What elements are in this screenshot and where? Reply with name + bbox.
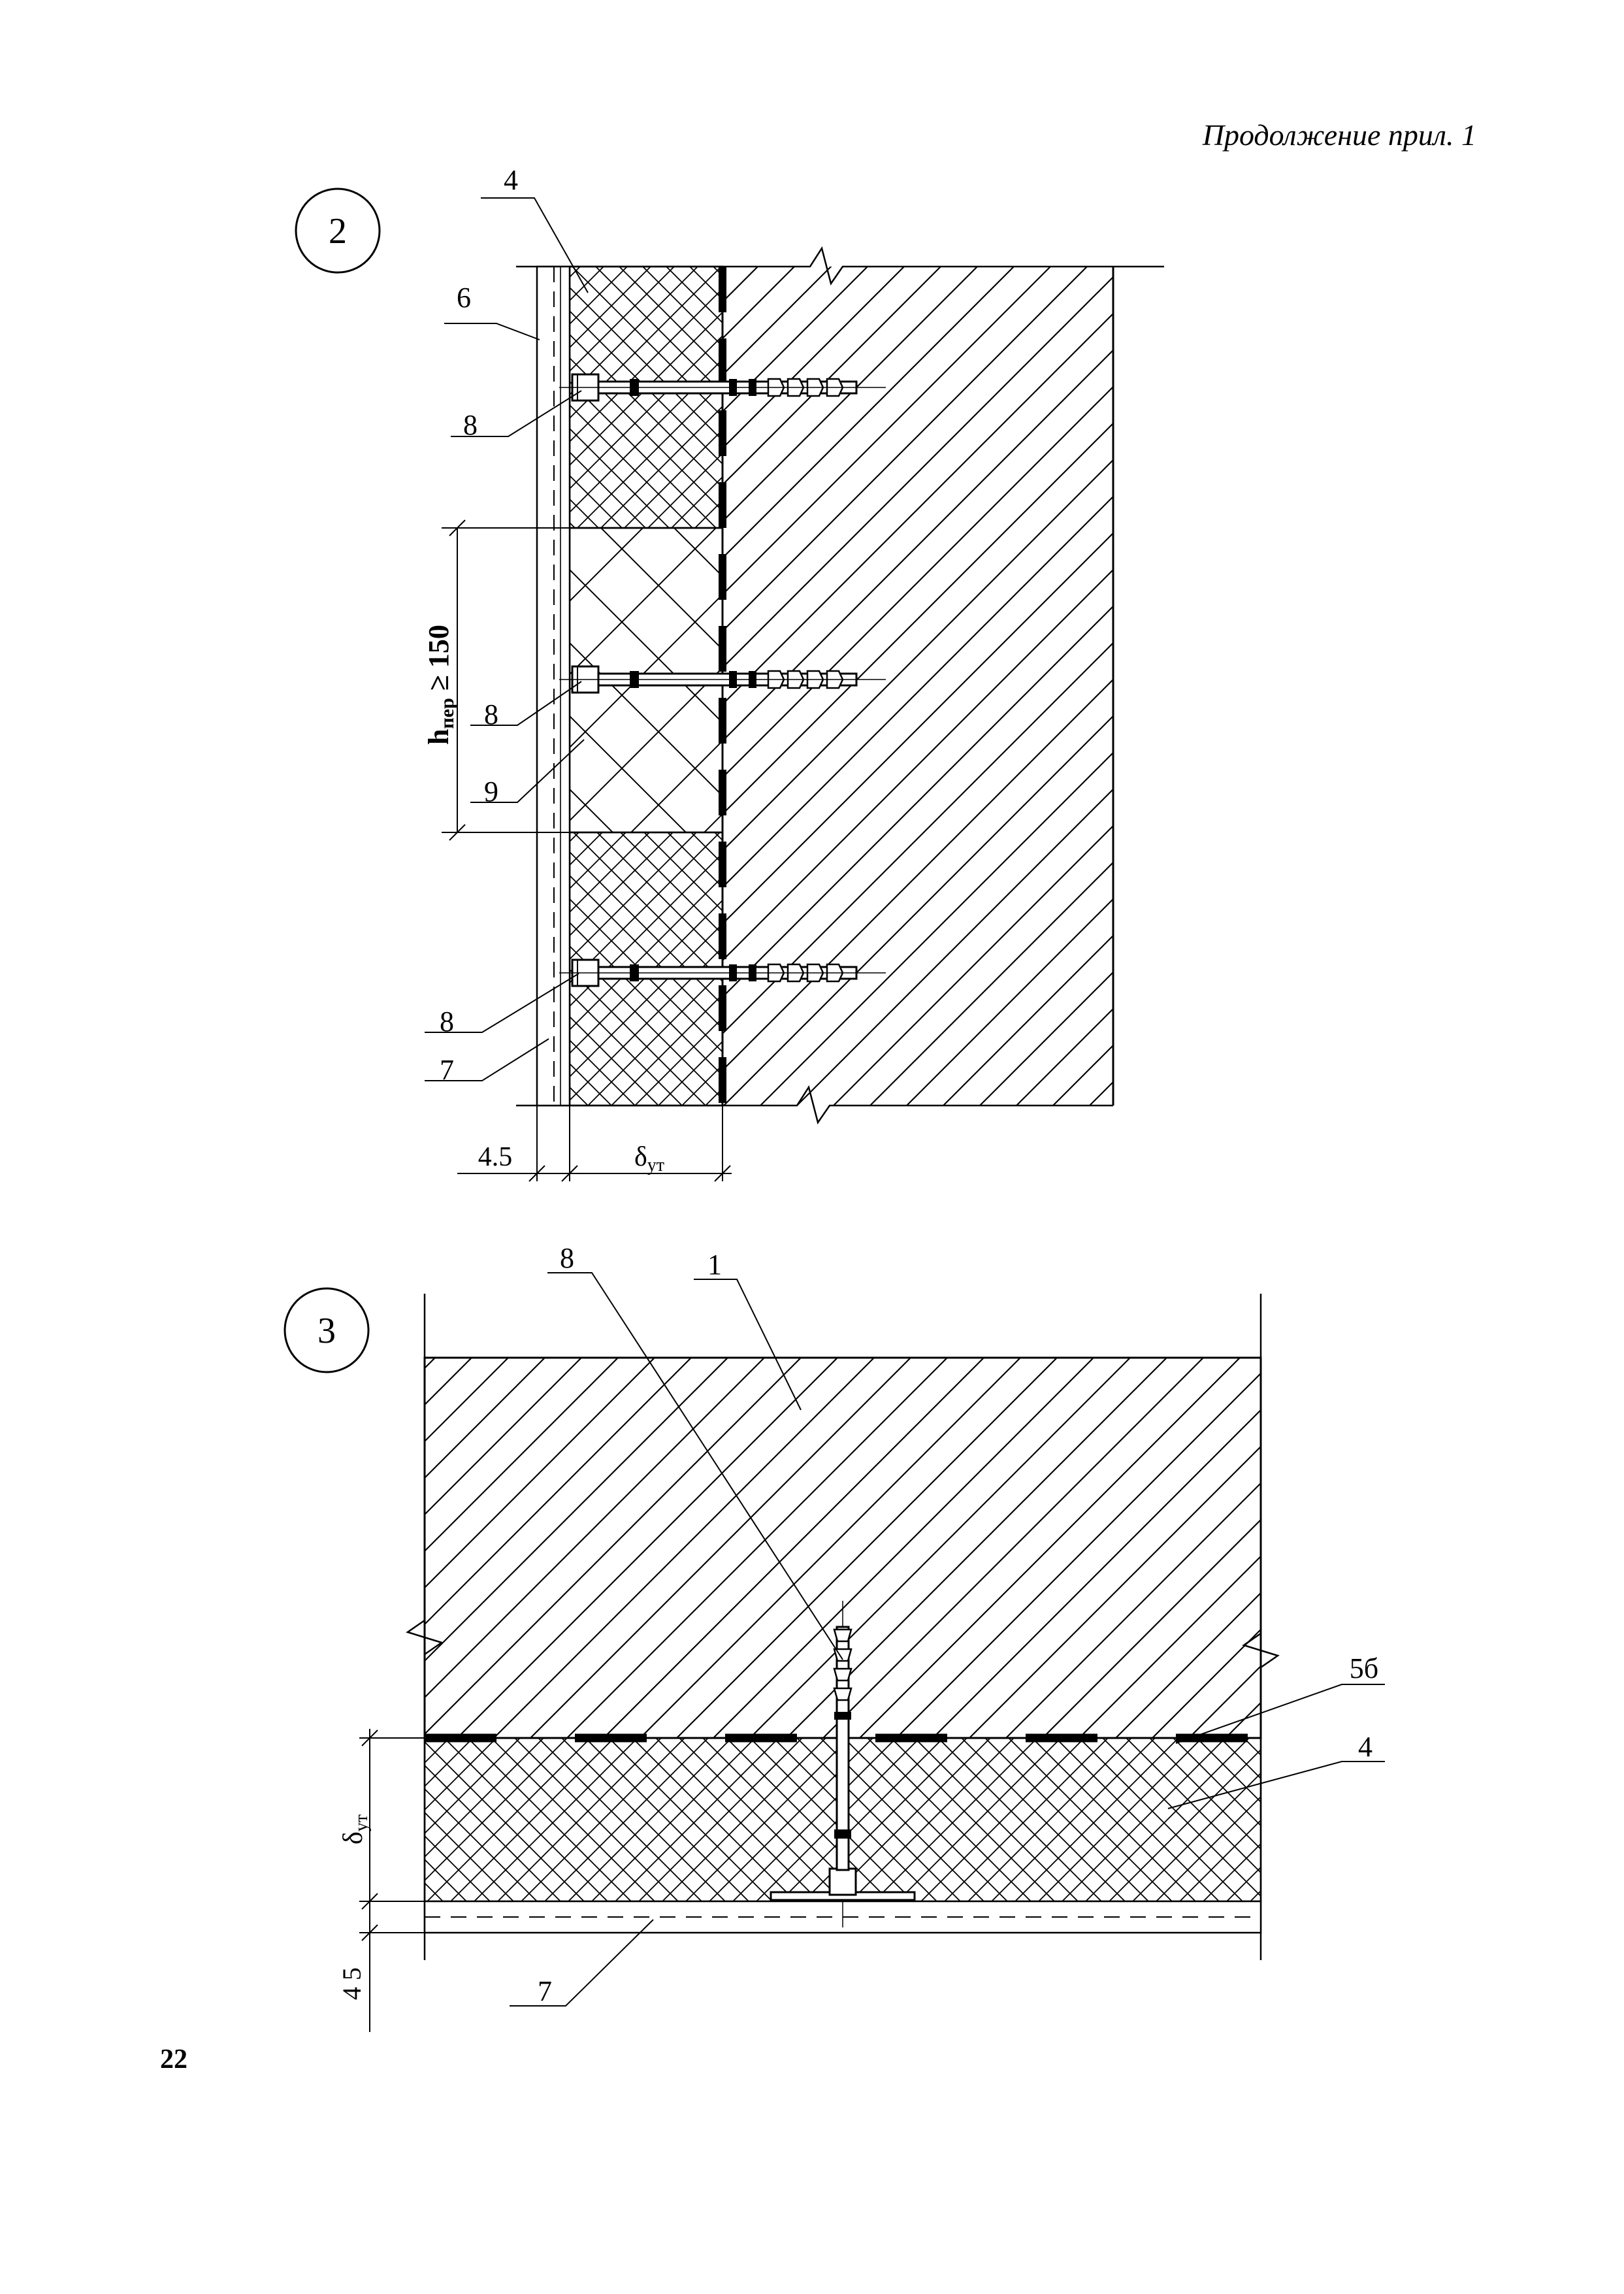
dim-d2-height-sub: пер: [436, 698, 458, 729]
dim-d2-height-rest: ≥ 150: [423, 625, 455, 698]
dim-d2-insul-main: δ: [634, 1142, 647, 1172]
detail-3: 3 8 1 5: [284, 1242, 1385, 2032]
callout-d3-anchor: 8: [560, 1242, 574, 1274]
dim-d2-insul-sub: ут: [647, 1155, 664, 1175]
callout-d3-reinforcing-mesh: 7: [538, 1975, 552, 2007]
callout-d2-facing-layer: 6: [457, 282, 471, 314]
callout-d3-insulation: 4: [1358, 1731, 1372, 1763]
callout-d3-slab: 1: [707, 1249, 722, 1281]
detail-3-marker: [284, 1287, 370, 1373]
dim-d2-height: hпер ≥ 150: [423, 625, 458, 745]
page-number: 22: [160, 2044, 187, 2074]
dim-d2-insul: δут: [634, 1142, 664, 1175]
dim-d3-insul-sub: ут: [351, 1814, 372, 1831]
detail-2-marker: [295, 188, 381, 274]
detail-3-marker-label: 3: [317, 1311, 336, 1351]
callout-d2-anchor-bottom: 8: [440, 1006, 454, 1038]
dim-d2-height-main: h: [423, 729, 455, 745]
detail-2: 2 4 6 8: [295, 164, 1164, 1182]
dim-d3-insul: δут: [338, 1814, 372, 1844]
detail-2-marker-label: 2: [329, 211, 347, 252]
dim-d3-insul-main: δ: [338, 1831, 368, 1844]
callout-d2-reinforcing-mesh: 7: [440, 1054, 454, 1086]
page-header: Продолжение прил. 1: [1202, 118, 1476, 152]
dim-d2-plaster: 4.5: [478, 1142, 513, 1172]
detail-3-anchor: [770, 1601, 916, 1927]
callout-d2-insulation: 4: [504, 164, 518, 196]
callout-d2-fire-cut-insert: 9: [484, 776, 498, 808]
dim-d3-plaster: 4 5: [337, 1967, 366, 2000]
callout-d2-anchor-middle: 8: [484, 698, 498, 730]
callout-d3-adhesive-layer: 5б: [1350, 1652, 1378, 1684]
callout-d2-anchor-top: 8: [463, 409, 478, 441]
